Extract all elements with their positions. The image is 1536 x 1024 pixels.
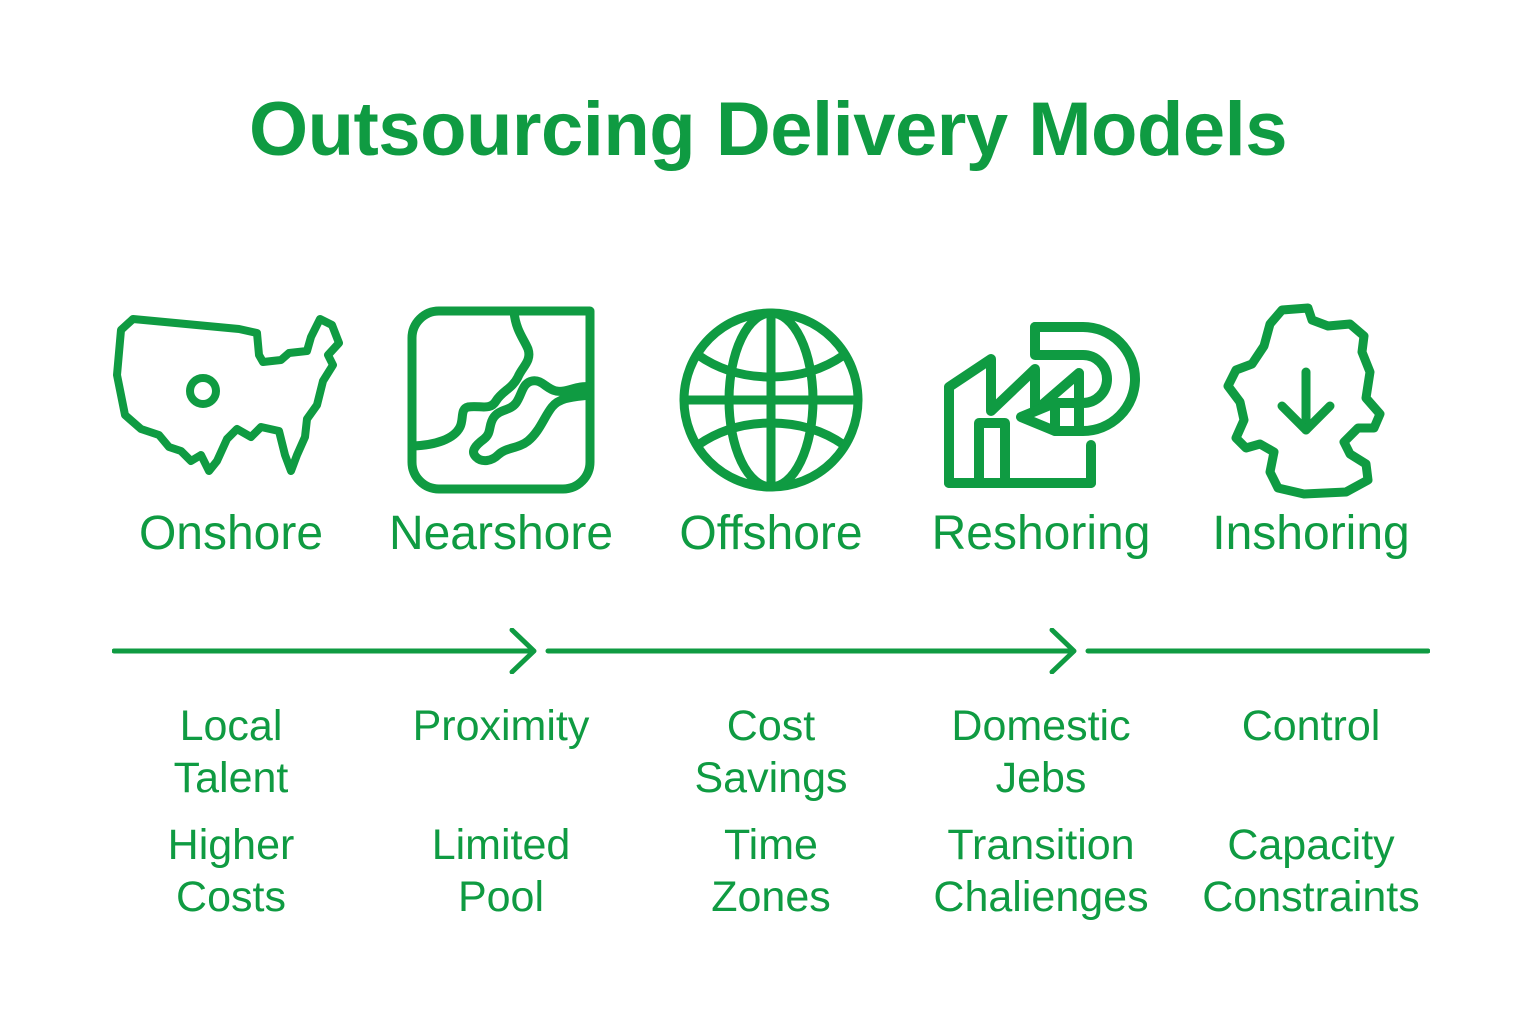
- us-map-pin-icon: [111, 300, 351, 500]
- benefits-row: Local Talent Proximity Cost Savings Dome…: [96, 700, 1446, 805]
- challenge-onshore: Higher Costs: [167, 820, 295, 922]
- model-label-inshoring: Inshoring: [1212, 507, 1410, 560]
- axis-arrowhead-2: [1049, 628, 1077, 674]
- attribute-rows: Local Talent Proximity Cost Savings Dome…: [96, 700, 1446, 924]
- globe-icon: [678, 300, 864, 500]
- country-down-arrow-icon: [1218, 300, 1404, 500]
- regional-map-icon: [406, 300, 596, 500]
- benefit-offshore: Cost Savings: [694, 702, 848, 803]
- model-label-nearshore: Nearshore: [388, 507, 614, 560]
- progression-arrow-axis: [112, 628, 1430, 674]
- page-title: Outsourcing Delivery Models: [248, 87, 1288, 172]
- model-columns: Onshore Nearshore: [96, 300, 1446, 558]
- model-label-onshore: Onshore: [138, 507, 324, 560]
- model-column-onshore[interactable]: Onshore: [96, 300, 366, 558]
- challenge-inshoring: Capacity Constraints: [1202, 820, 1420, 922]
- axis-arrowhead-1: [509, 628, 537, 674]
- challenges-row: Higher Costs Limited Pool Time Zones Tra…: [96, 819, 1446, 924]
- model-label-reshoring: Reshoring: [931, 507, 1151, 560]
- benefit-onshore: Local Talent: [173, 702, 289, 803]
- benefit-nearshore: Proximity: [412, 702, 590, 750]
- model-column-offshore[interactable]: Offshore: [636, 300, 906, 558]
- model-label-offshore: Offshore: [679, 507, 863, 560]
- challenge-reshoring: Transition Chalienges: [933, 820, 1149, 922]
- challenge-nearshore: Limited Pool: [431, 820, 571, 922]
- benefit-inshoring: Control: [1241, 702, 1381, 750]
- challenge-offshore: Time Zones: [711, 820, 831, 922]
- factory-return-arrow-icon: [943, 300, 1140, 500]
- model-column-reshoring[interactable]: Reshoring: [906, 300, 1176, 558]
- model-column-nearshore[interactable]: Nearshore: [366, 300, 636, 558]
- benefit-reshoring: Domestic Jebs: [951, 702, 1131, 803]
- model-column-inshoring[interactable]: Inshoring: [1176, 300, 1446, 558]
